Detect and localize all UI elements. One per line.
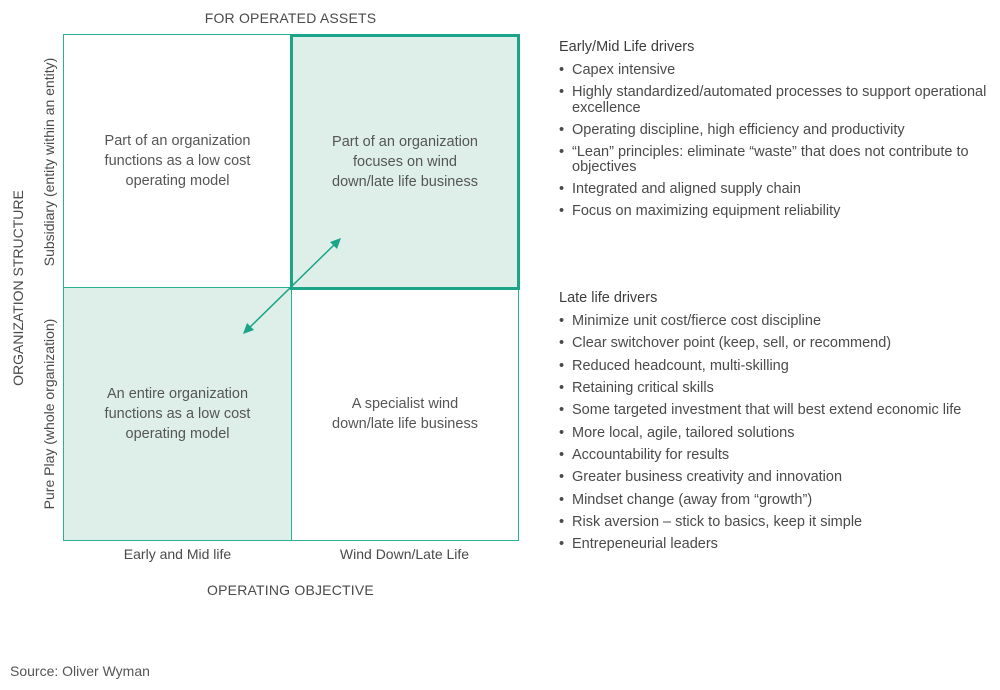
- late-drivers-list: Minimize unit cost/fierce cost disciplin…: [559, 313, 989, 553]
- x-label-wind-down: Wind Down/Late Life: [339, 546, 470, 562]
- list-item: Operating discipline, high efficiency an…: [559, 122, 989, 139]
- list-item: Risk aversion – stick to basics, keep it…: [559, 515, 989, 531]
- list-item: Capex intensive: [559, 62, 989, 79]
- list-item: Reduced headcount, multi-skilling: [559, 358, 989, 375]
- list-item: More local, agile, tailored solutions: [559, 425, 989, 442]
- list-item: Accountability for results: [559, 448, 989, 464]
- list-item: Clear switchover point (keep, sell, or r…: [559, 336, 989, 352]
- arrow-head-down-icon: [243, 323, 254, 334]
- arrow-head-up-icon: [330, 238, 341, 249]
- list-item: Integrated and aligned supply chain: [559, 181, 989, 198]
- list-item: Entrepeneurial leaders: [559, 537, 989, 553]
- quadrant-top-left-text: Part of an organization functions as a l…: [104, 133, 251, 189]
- list-item: Some targeted investment that will best …: [559, 403, 989, 419]
- late-drivers-title: Late life drivers: [559, 290, 658, 306]
- list-item: Minimize unit cost/fierce cost disciplin…: [559, 313, 989, 330]
- x-axis-title: OPERATING OBJECTIVE: [207, 582, 374, 598]
- list-item: Focus on maximizing equipment reliabilit…: [559, 203, 989, 220]
- list-item: Mindset change (away from “growth”): [559, 492, 989, 509]
- early-drivers-panel: Early/Mid Life drivers Capex intensive H…: [559, 39, 989, 226]
- list-item: Highly standardized/automated processes …: [559, 84, 989, 116]
- list-item: Retaining critical skills: [559, 381, 989, 397]
- source-note: Source: Oliver Wyman: [10, 663, 150, 679]
- quadrant-top-right: Part of an organization focuses on wind …: [290, 34, 520, 290]
- list-item: Greater business creativity and innovati…: [559, 470, 989, 486]
- arrow-shaft: [246, 241, 338, 331]
- quadrant-bottom-left: An entire organization functions as a lo…: [63, 287, 292, 541]
- x-label-early-mid: Early and Mid life: [123, 546, 232, 562]
- list-item: “Lean” principles: eliminate “waste” tha…: [559, 144, 989, 176]
- top-title: FOR OPERATED ASSETS: [204, 10, 377, 26]
- quadrant-top-right-text: Part of an organization focuses on wind …: [332, 134, 478, 190]
- early-drivers-title: Early/Mid Life drivers: [559, 39, 695, 55]
- quadrant-bottom-left-text: An entire organization functions as a lo…: [104, 386, 251, 442]
- early-drivers-list: Capex intensive Highly standardized/auto…: [559, 62, 989, 220]
- late-drivers-panel: Late life drivers Minimize unit cost/fie…: [559, 290, 989, 560]
- quadrant-bottom-right-text: A specialist wind down/late life busines…: [332, 396, 478, 432]
